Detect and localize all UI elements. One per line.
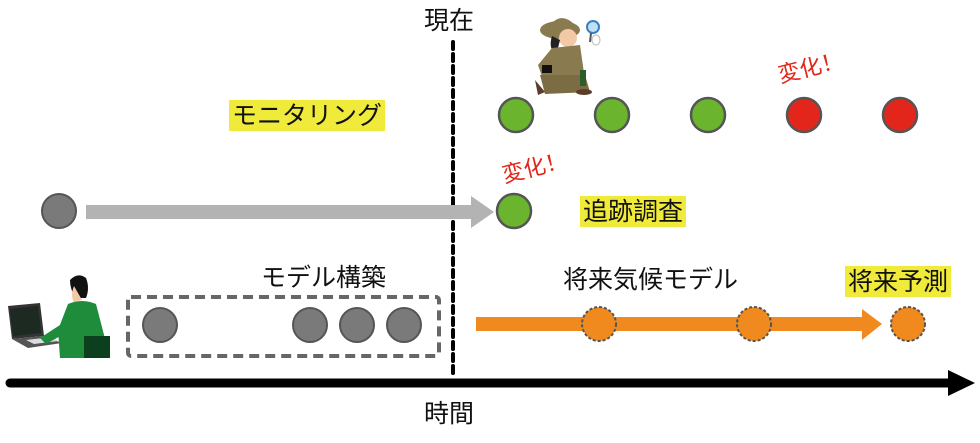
monitoring-point-changed [881,96,919,134]
future-model-arrow-head [862,309,882,340]
monitoring-point-changed [785,96,823,134]
model-data-point [386,307,422,343]
monitoring-point-normal [689,96,727,134]
follow-up-survey-label: 追跡調査 [580,196,687,227]
model-data-point [142,307,178,343]
monitoring-label: モニタリング [229,100,386,131]
model-data-point [339,307,375,343]
monitoring-point-normal [593,96,631,134]
future-projection-point [736,306,772,342]
monitoring-point-normal [497,96,535,134]
future-projection-point [581,306,617,342]
model-data-point [292,307,328,343]
explorer-with-magnifier-icon [535,18,601,95]
time-axis-arrowhead [948,370,975,396]
monitoring-arrow-head [471,196,494,228]
follow-up-point [495,192,533,230]
past-observation-point [41,193,77,229]
time-axis-label: 時間 [424,399,475,428]
person-at-laptop-icon [8,275,110,358]
model-building-label: モデル構築 [261,263,387,292]
future-projection-point [890,306,926,342]
monitoring-arrow-shaft [86,205,476,219]
future-prediction-label: 将来予測 [845,266,952,297]
future-model-arrow-shaft [476,317,866,331]
future-climate-model-label: 将来気候モデル [563,265,739,294]
model-building-box [126,295,441,358]
now-label: 現在 [424,6,475,35]
